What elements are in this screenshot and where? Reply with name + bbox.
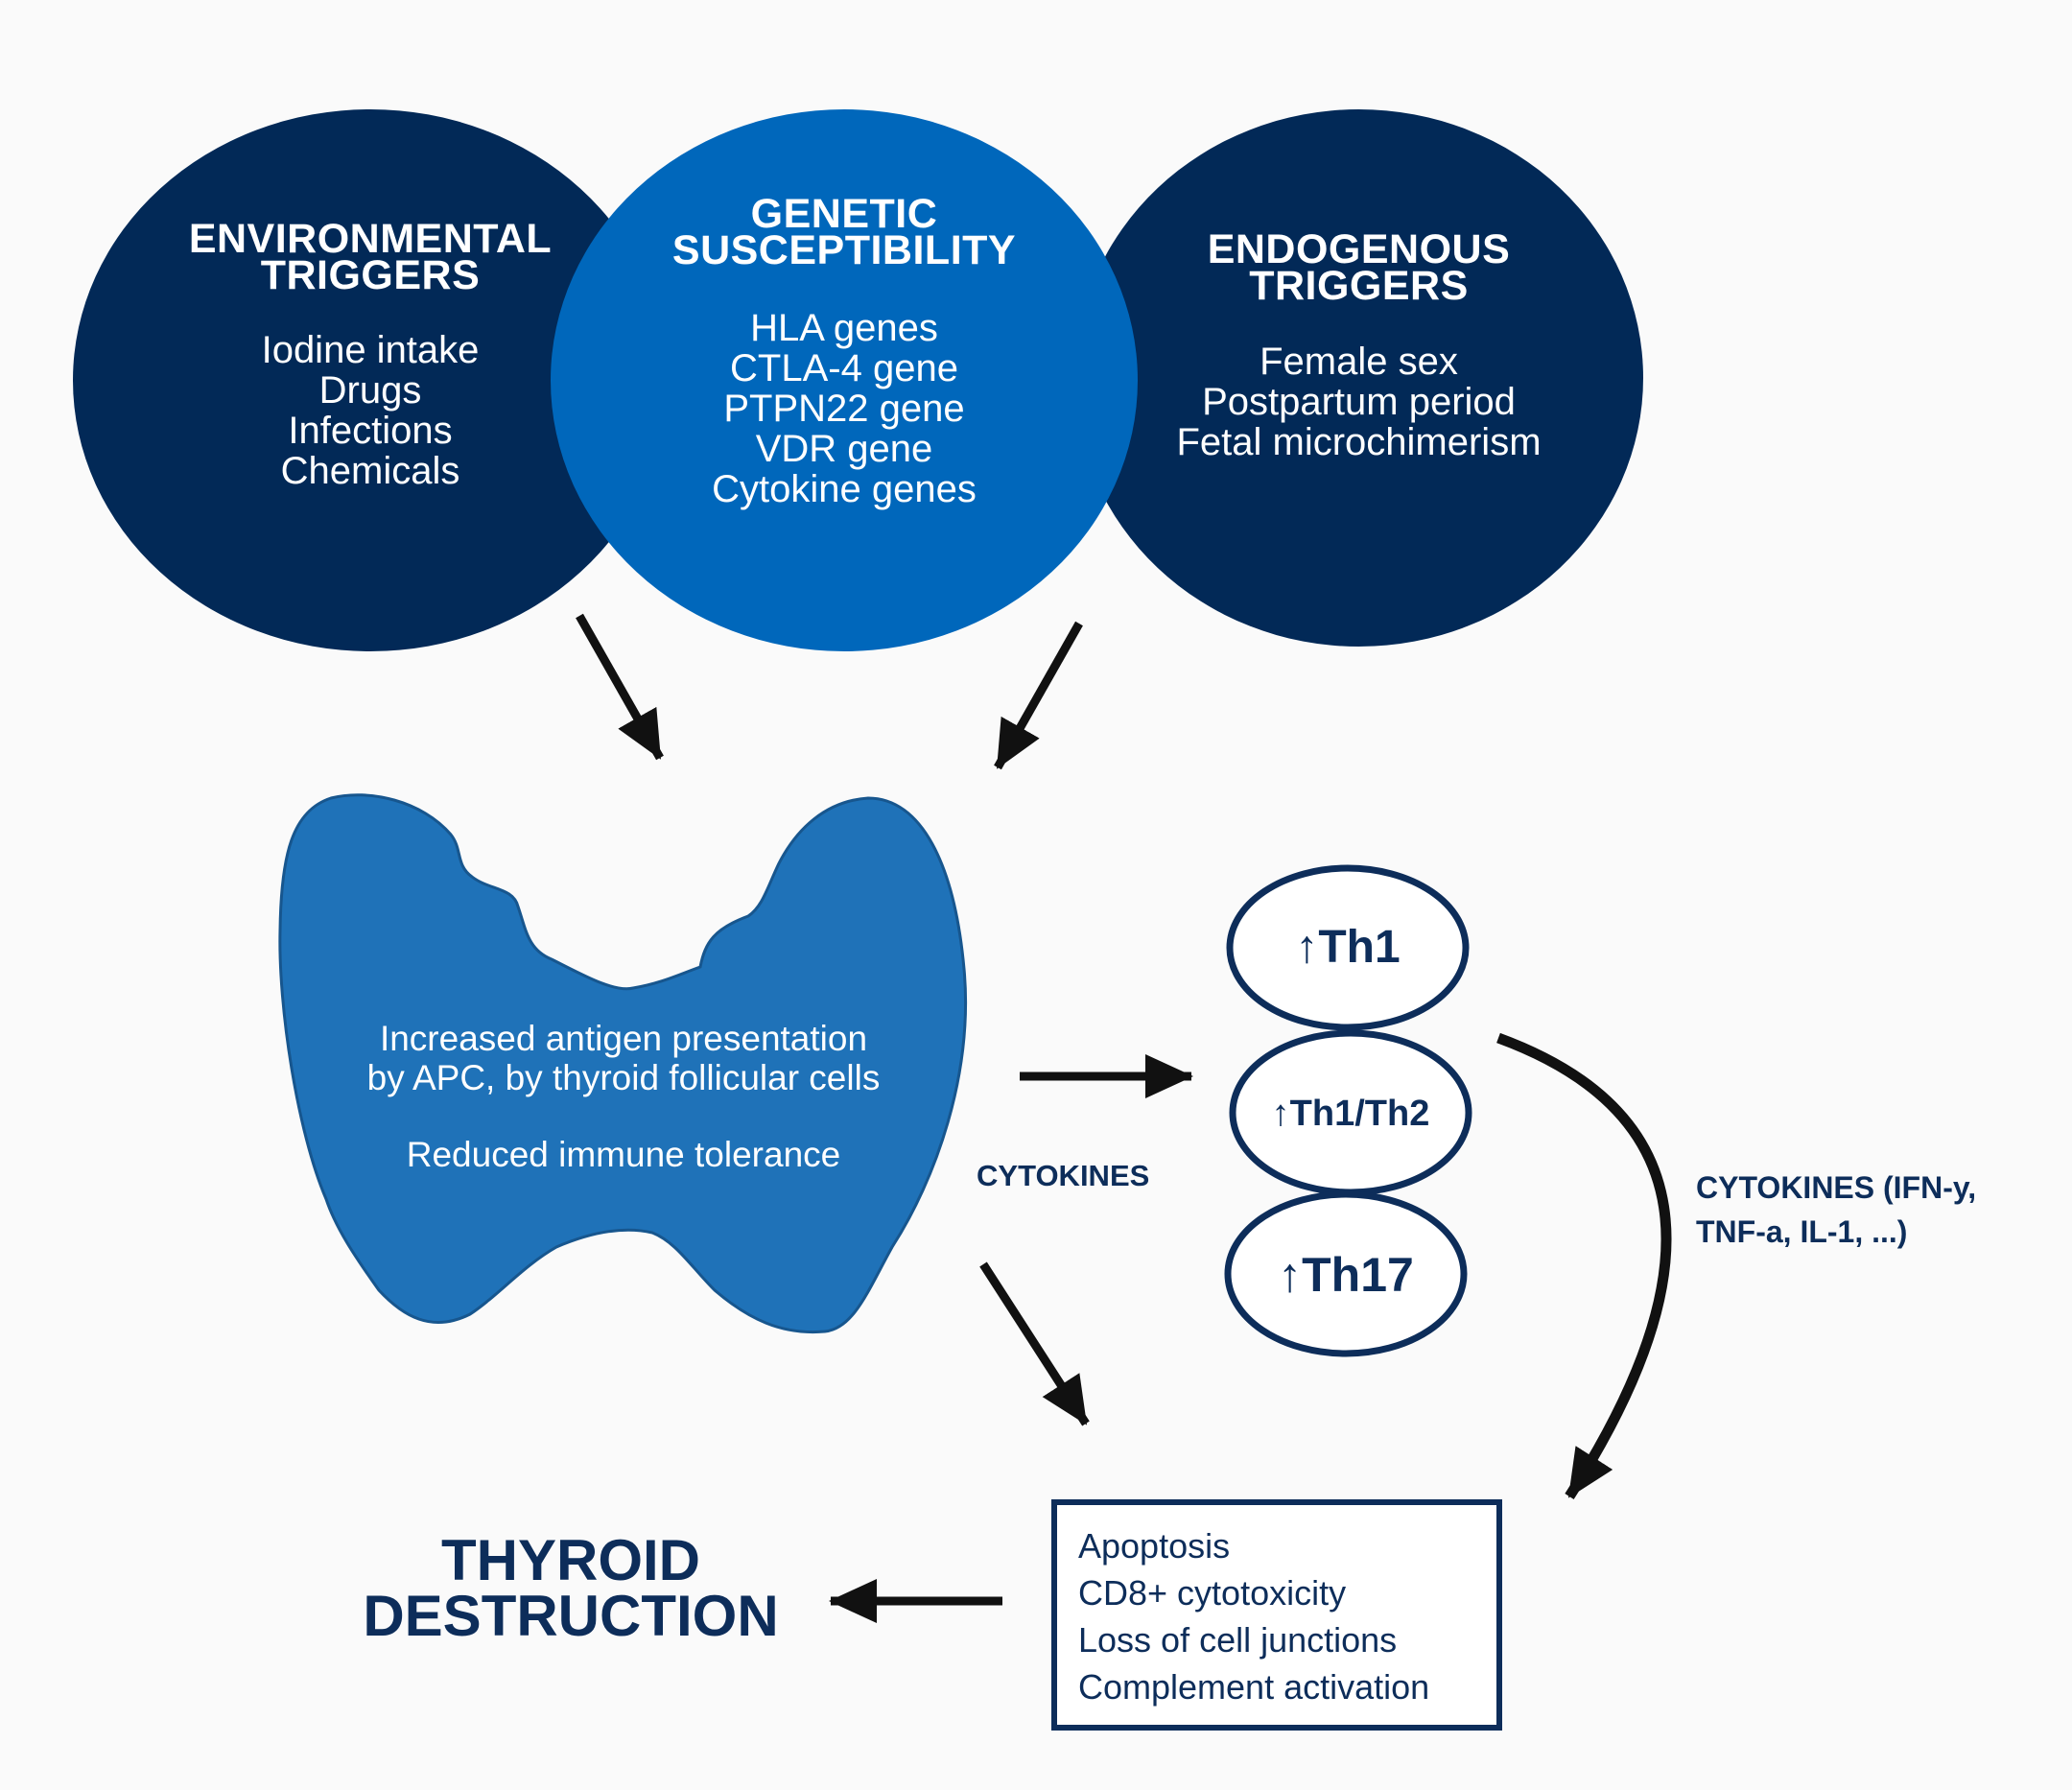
- th1-label: ↑Th1: [1223, 921, 1472, 974]
- genetic-title-line2: SUSCEPTIBILITY: [671, 227, 1017, 273]
- list-item: Fetal microchimerism: [1176, 421, 1542, 463]
- cytokines-detail-line2: TNF-a, IL-1, ...): [1696, 1214, 1908, 1249]
- arrow-environmental-to-thyroid: [576, 613, 664, 761]
- outcome-line1: THYROID: [441, 1528, 700, 1592]
- genetic-title-line1: GENETIC: [750, 191, 938, 237]
- list-item: Infections: [288, 410, 453, 452]
- thyroid-text-line2: by APC, by thyroid follicular cells: [366, 1058, 881, 1097]
- outcome-line2: DESTRUCTION: [363, 1584, 779, 1648]
- environmental-triggers-title: ENVIRONMENTAL TRIGGERS: [73, 216, 668, 298]
- thyroid-gland-icon: [278, 793, 968, 1334]
- list-item: Postpartum period: [1202, 381, 1516, 423]
- list-item: Cytokine genes: [712, 468, 977, 510]
- curved-arrow-th-cells-to-effects: [1496, 1032, 1672, 1499]
- th1-ellipse: [1226, 864, 1470, 1031]
- genetic-susceptibility-title: GENETIC SUSCEPTIBILITY: [551, 191, 1138, 273]
- up-arrow-icon: ↑: [1278, 1248, 1303, 1302]
- up-arrow-icon: ↑: [1271, 1094, 1290, 1134]
- th1-text: Th1: [1318, 922, 1401, 973]
- list-item: CD8+ cytotoxicity: [1078, 1573, 1347, 1613]
- list-item: Iodine intake: [261, 329, 480, 371]
- up-arrow-icon: ↑: [1295, 922, 1319, 973]
- thyroid-text-line1: Increased antigen presentation: [379, 1019, 868, 1058]
- list-item: Drugs: [318, 369, 422, 412]
- endogenous-title-line1: ENDOGENOUS: [1207, 226, 1511, 272]
- list-item: Apoptosis: [1078, 1526, 1231, 1566]
- th17-text: Th17: [1302, 1248, 1414, 1302]
- endogenous-triggers-title: ENDOGENOUS TRIGGERS: [1074, 226, 1643, 309]
- arrow-thyroid-to-effects: [979, 1261, 1090, 1426]
- list-item: Loss of cell junctions: [1078, 1620, 1398, 1660]
- cytokines-label: CYTOKINES: [977, 1159, 1150, 1192]
- th1-th2-label: ↑Th1/Th2: [1226, 1094, 1475, 1135]
- thyroid-text-block: Increased antigen presentation by APC, b…: [288, 1019, 959, 1174]
- endogenous-triggers-list: Female sex Postpartum period Fetal micro…: [1074, 342, 1643, 462]
- endogenous-title-line2: TRIGGERS: [1249, 263, 1469, 309]
- list-item: Chemicals: [280, 450, 460, 492]
- th17-label: ↑Th17: [1221, 1247, 1471, 1303]
- arrow-endogenous-to-thyroid: [994, 621, 1083, 770]
- endogenous-triggers-circle: ENDOGENOUS TRIGGERS Female sex Postpartu…: [1074, 109, 1643, 647]
- environmental-title-line2: TRIGGERS: [260, 252, 481, 298]
- list-item: VDR gene: [755, 428, 933, 470]
- list-item: CTLA-4 gene: [730, 347, 958, 389]
- genetic-susceptibility-circle: GENETIC SUSCEPTIBILITY HLA genes CTLA-4 …: [551, 109, 1138, 651]
- environmental-triggers-list: Iodine intake Drugs Infections Chemicals: [73, 330, 668, 491]
- th1-th2-text: Th1/Th2: [1289, 1094, 1430, 1134]
- environmental-title-line1: ENVIRONMENTAL: [188, 216, 553, 262]
- list-item: HLA genes: [750, 307, 938, 349]
- list-item: Complement activation: [1078, 1667, 1430, 1707]
- list-item: PTPN22 gene: [723, 388, 965, 430]
- thyroid-destruction-label: THYROID DESTRUCTION: [317, 1528, 825, 1648]
- genetic-susceptibility-list: HLA genes CTLA-4 gene PTPN22 gene VDR ge…: [551, 308, 1138, 509]
- list-item: Female sex: [1260, 341, 1458, 383]
- cytokines-detail-line1: CYTOKINES (IFN-y,: [1696, 1170, 1977, 1205]
- th17-ellipse: [1224, 1190, 1468, 1357]
- thyroid-text-line3: Reduced immune tolerance: [406, 1135, 841, 1174]
- cytokines-detail-label: CYTOKINES (IFN-y, TNF-a, IL-1, ...): [1696, 1166, 1976, 1254]
- effects-box: Apoptosis CD8+ cytotoxicity Loss of cell…: [1051, 1499, 1502, 1731]
